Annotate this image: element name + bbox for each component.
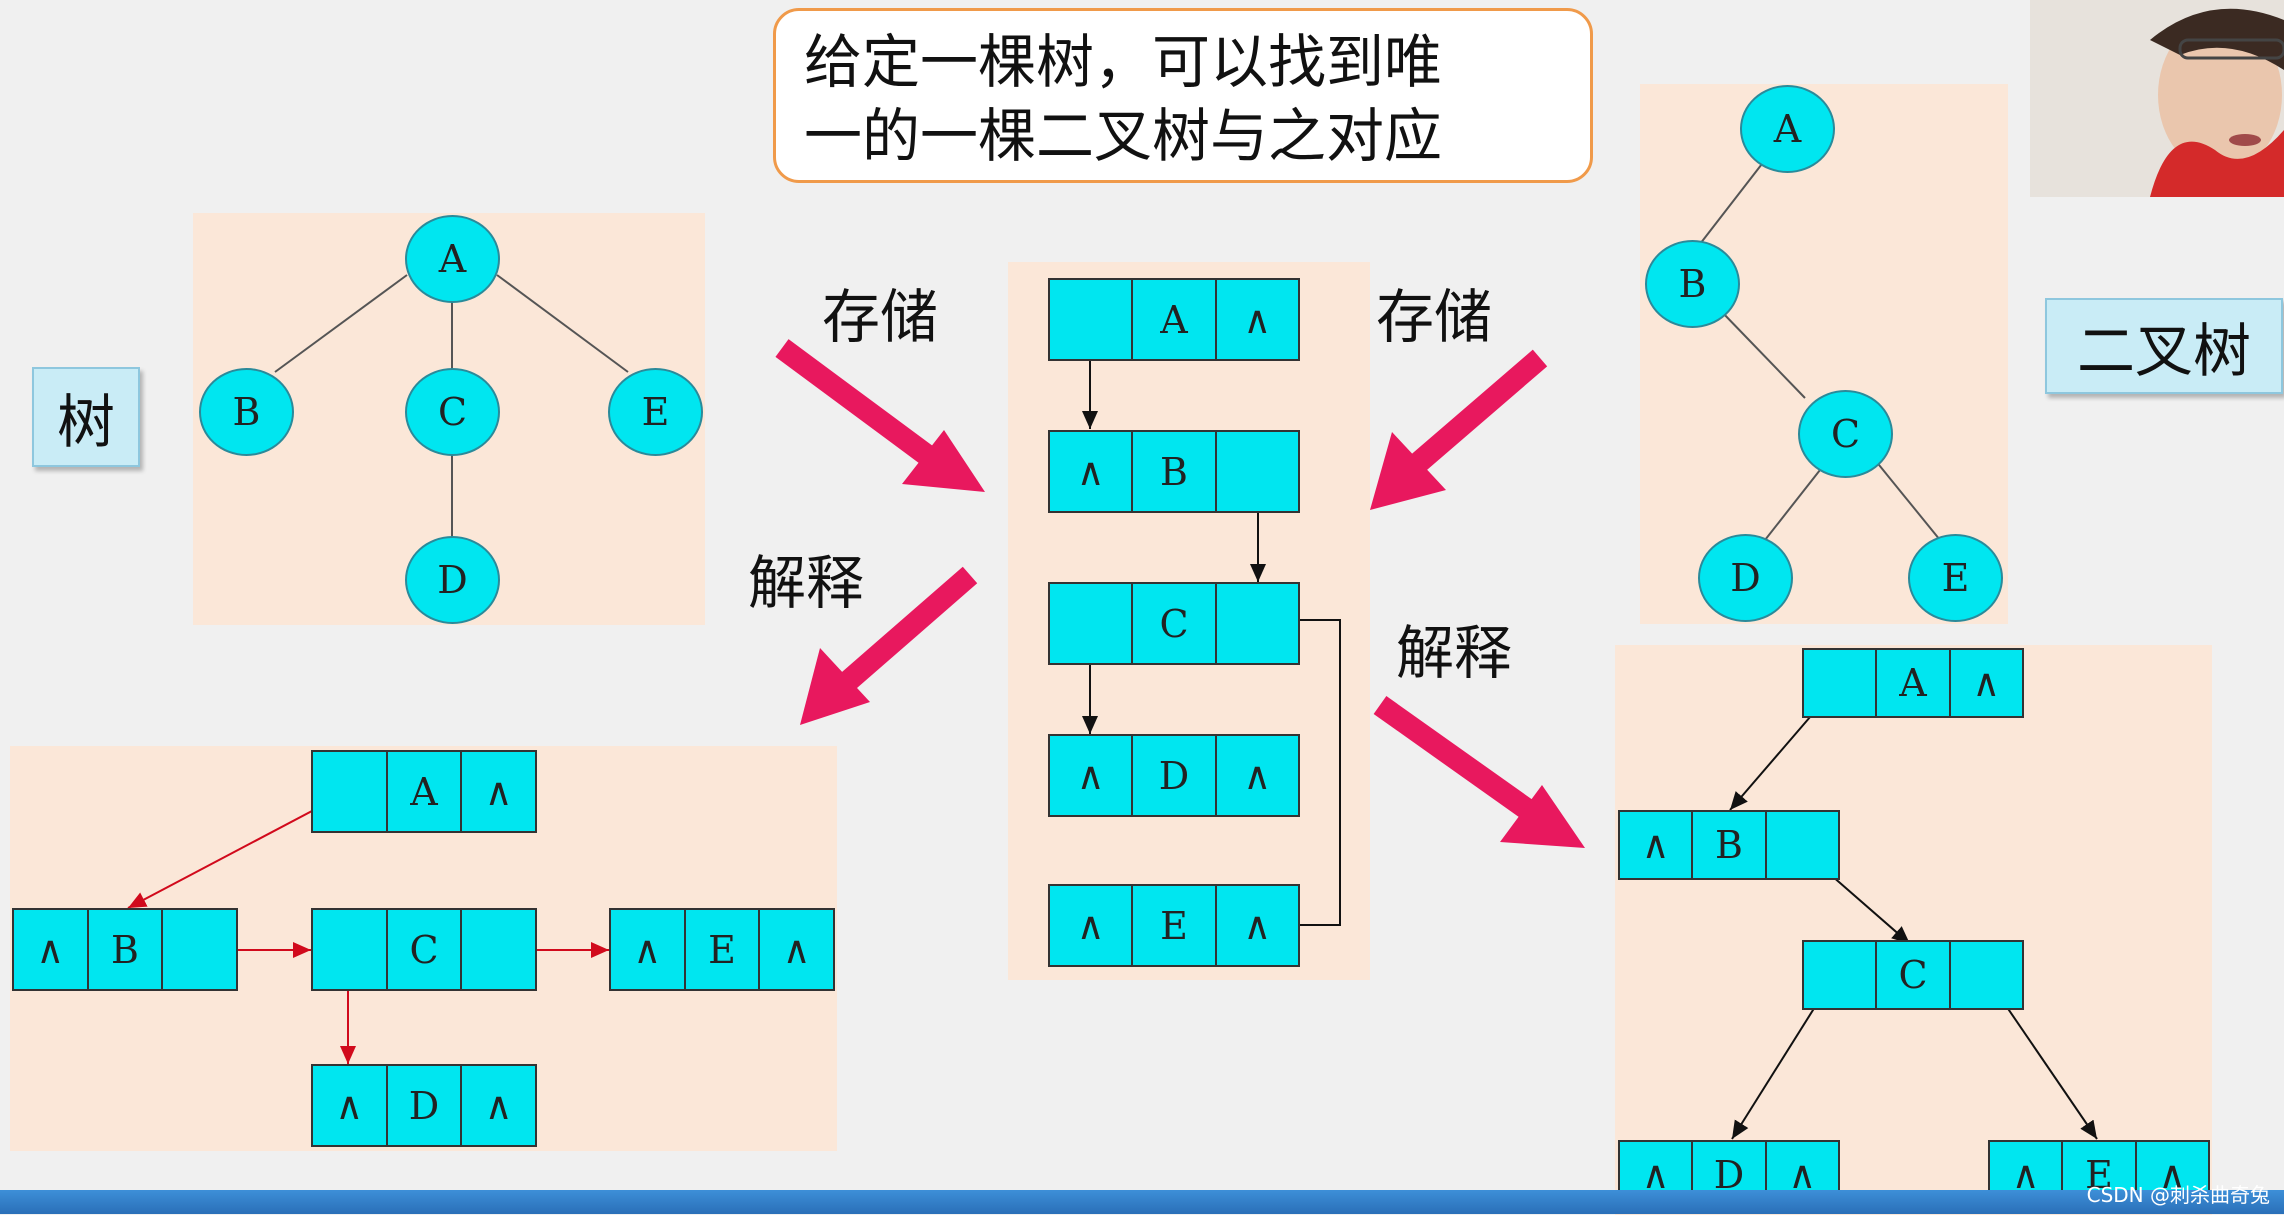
tl-record-e: ∧ E ∧: [609, 908, 835, 991]
tl-record-d: ∧ D ∧: [311, 1064, 537, 1147]
tl-a-right: ∧: [462, 752, 536, 831]
storage-record-d: ∧ D ∧: [1048, 734, 1300, 817]
bl-c-left: [1804, 942, 1878, 1008]
binary-links-panel: [1615, 645, 2212, 1215]
bl-a-data: A: [1877, 650, 1951, 716]
bl-b-data: B: [1693, 812, 1767, 878]
presenter-image: [2030, 0, 2284, 197]
storage-record-a: A ∧: [1048, 278, 1300, 361]
bl-record-c: C: [1802, 940, 2024, 1010]
storage-b-left: ∧: [1050, 432, 1134, 511]
watermark: CSDN @刺杀曲奇兔: [2086, 1183, 2270, 1207]
op-explain-right: 解释: [1396, 619, 1513, 687]
bt-node-e: E: [1908, 534, 2003, 622]
storage-b-data: B: [1133, 432, 1217, 511]
bl-record-a: A ∧: [1802, 648, 2024, 718]
tree-node-b: B: [199, 368, 294, 456]
arrow-store-left: [775, 339, 985, 492]
storage-record-e: ∧ E ∧: [1048, 884, 1300, 967]
op-store-right: 存储: [1376, 283, 1493, 351]
tl-a-left: [313, 752, 388, 831]
tl-record-c: C: [311, 908, 537, 991]
arrow-store-right: [1370, 349, 1548, 510]
presenter-webcam: [2030, 0, 2284, 197]
bt-node-d: D: [1698, 534, 1793, 622]
tl-d-data: D: [387, 1066, 463, 1145]
storage-record-c: C: [1048, 582, 1300, 665]
tl-e-left: ∧: [611, 910, 686, 989]
tl-c-left: [313, 910, 388, 989]
bl-record-b: ∧ B: [1618, 810, 1840, 880]
tl-a-data: A: [387, 752, 463, 831]
binary-tree-tag-label: 二叉树: [2076, 317, 2251, 385]
storage-record-b: ∧ B: [1048, 430, 1300, 513]
storage-e-data: E: [1133, 886, 1217, 965]
tl-b-left: ∧: [14, 910, 89, 989]
op-store-left: 存储: [822, 283, 939, 351]
callout-line-2: 一的一棵二叉树与之对应: [804, 102, 1443, 170]
storage-c-right: [1216, 584, 1298, 663]
storage-a-left: [1050, 280, 1134, 359]
arrow-explain-right: [1373, 696, 1585, 848]
bl-b-left: ∧: [1620, 812, 1694, 878]
tree-node-d: D: [405, 536, 500, 624]
bt-node-c: C: [1798, 390, 1893, 478]
storage-c-left: [1050, 584, 1134, 663]
tl-c-right: [462, 910, 536, 989]
tl-d-right: ∧: [462, 1066, 536, 1145]
binary-tree-tag: 二叉树: [2045, 298, 2283, 394]
tl-b-data: B: [88, 910, 164, 989]
storage-d-data: D: [1133, 736, 1217, 815]
bottom-bar: [0, 1190, 2284, 1214]
tl-b-right: [163, 910, 237, 989]
tl-record-a: A ∧: [311, 750, 537, 833]
callout-line-1: 给定一棵树，可以找到唯: [804, 28, 1443, 96]
storage-b-right: [1216, 432, 1298, 511]
tree-node-c: C: [405, 368, 500, 456]
storage-a-data: A: [1133, 280, 1217, 359]
tree-tag-label: 树: [56, 388, 115, 456]
bl-a-left: [1804, 650, 1878, 716]
tree-node-e: E: [608, 368, 703, 456]
bt-node-a: A: [1740, 85, 1835, 173]
tl-c-data: C: [387, 910, 463, 989]
storage-a-right: ∧: [1216, 280, 1298, 359]
callout-box: 给定一棵树，可以找到唯 一的一棵二叉树与之对应: [773, 8, 1593, 183]
storage-d-right: ∧: [1216, 736, 1298, 815]
storage-e-left: ∧: [1050, 886, 1134, 965]
bl-c-data: C: [1877, 942, 1951, 1008]
op-explain-left: 解释: [748, 549, 865, 617]
tl-e-right: ∧: [760, 910, 834, 989]
storage-e-right: ∧: [1216, 886, 1298, 965]
bl-c-right: [1950, 942, 2022, 1008]
tree-tag: 树: [32, 367, 140, 467]
tl-record-b: ∧ B: [12, 908, 238, 991]
bl-a-right: ∧: [1950, 650, 2022, 716]
storage-c-data: C: [1133, 584, 1217, 663]
bt-node-b: B: [1645, 240, 1740, 328]
tree-node-a: A: [405, 215, 500, 303]
bl-b-right: [1766, 812, 1838, 878]
tl-d-left: ∧: [313, 1066, 388, 1145]
tl-e-data: E: [685, 910, 761, 989]
storage-d-left: ∧: [1050, 736, 1134, 815]
